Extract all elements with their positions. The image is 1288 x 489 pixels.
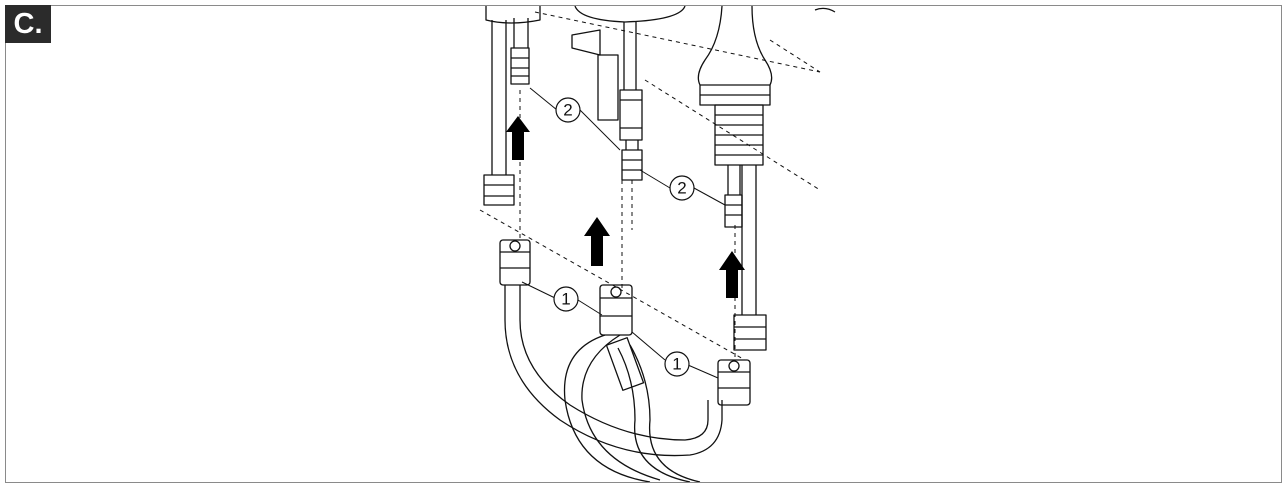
left-valve-tube <box>483 6 541 206</box>
quick-connect-right <box>717 359 751 406</box>
callout-2-right: 2 <box>669 175 695 201</box>
quick-connect-left <box>499 239 531 286</box>
arrow-up-right <box>719 251 745 298</box>
callout-leaders <box>521 87 726 379</box>
step-label: C. <box>5 5 51 43</box>
arrow-up-center <box>584 217 610 266</box>
alignment-guides <box>479 11 821 361</box>
callout-2-right-number: 2 <box>677 179 686 198</box>
callout-1-left: 1 <box>553 286 579 312</box>
right-valve-body <box>697 6 836 351</box>
callout-1-right-number: 1 <box>672 355 681 374</box>
center-spout-tube <box>571 6 686 181</box>
callout-1-left-number: 1 <box>561 290 570 309</box>
upward-arrows <box>506 116 745 298</box>
figure-frame <box>5 5 1282 483</box>
quick-connect-center <box>599 284 645 391</box>
callout-2-left: 2 <box>555 97 581 123</box>
arrow-up-left <box>506 116 530 160</box>
flexible-hose <box>504 285 723 482</box>
callout-2-left-number: 2 <box>563 101 572 120</box>
callout-1-right: 1 <box>664 351 690 377</box>
